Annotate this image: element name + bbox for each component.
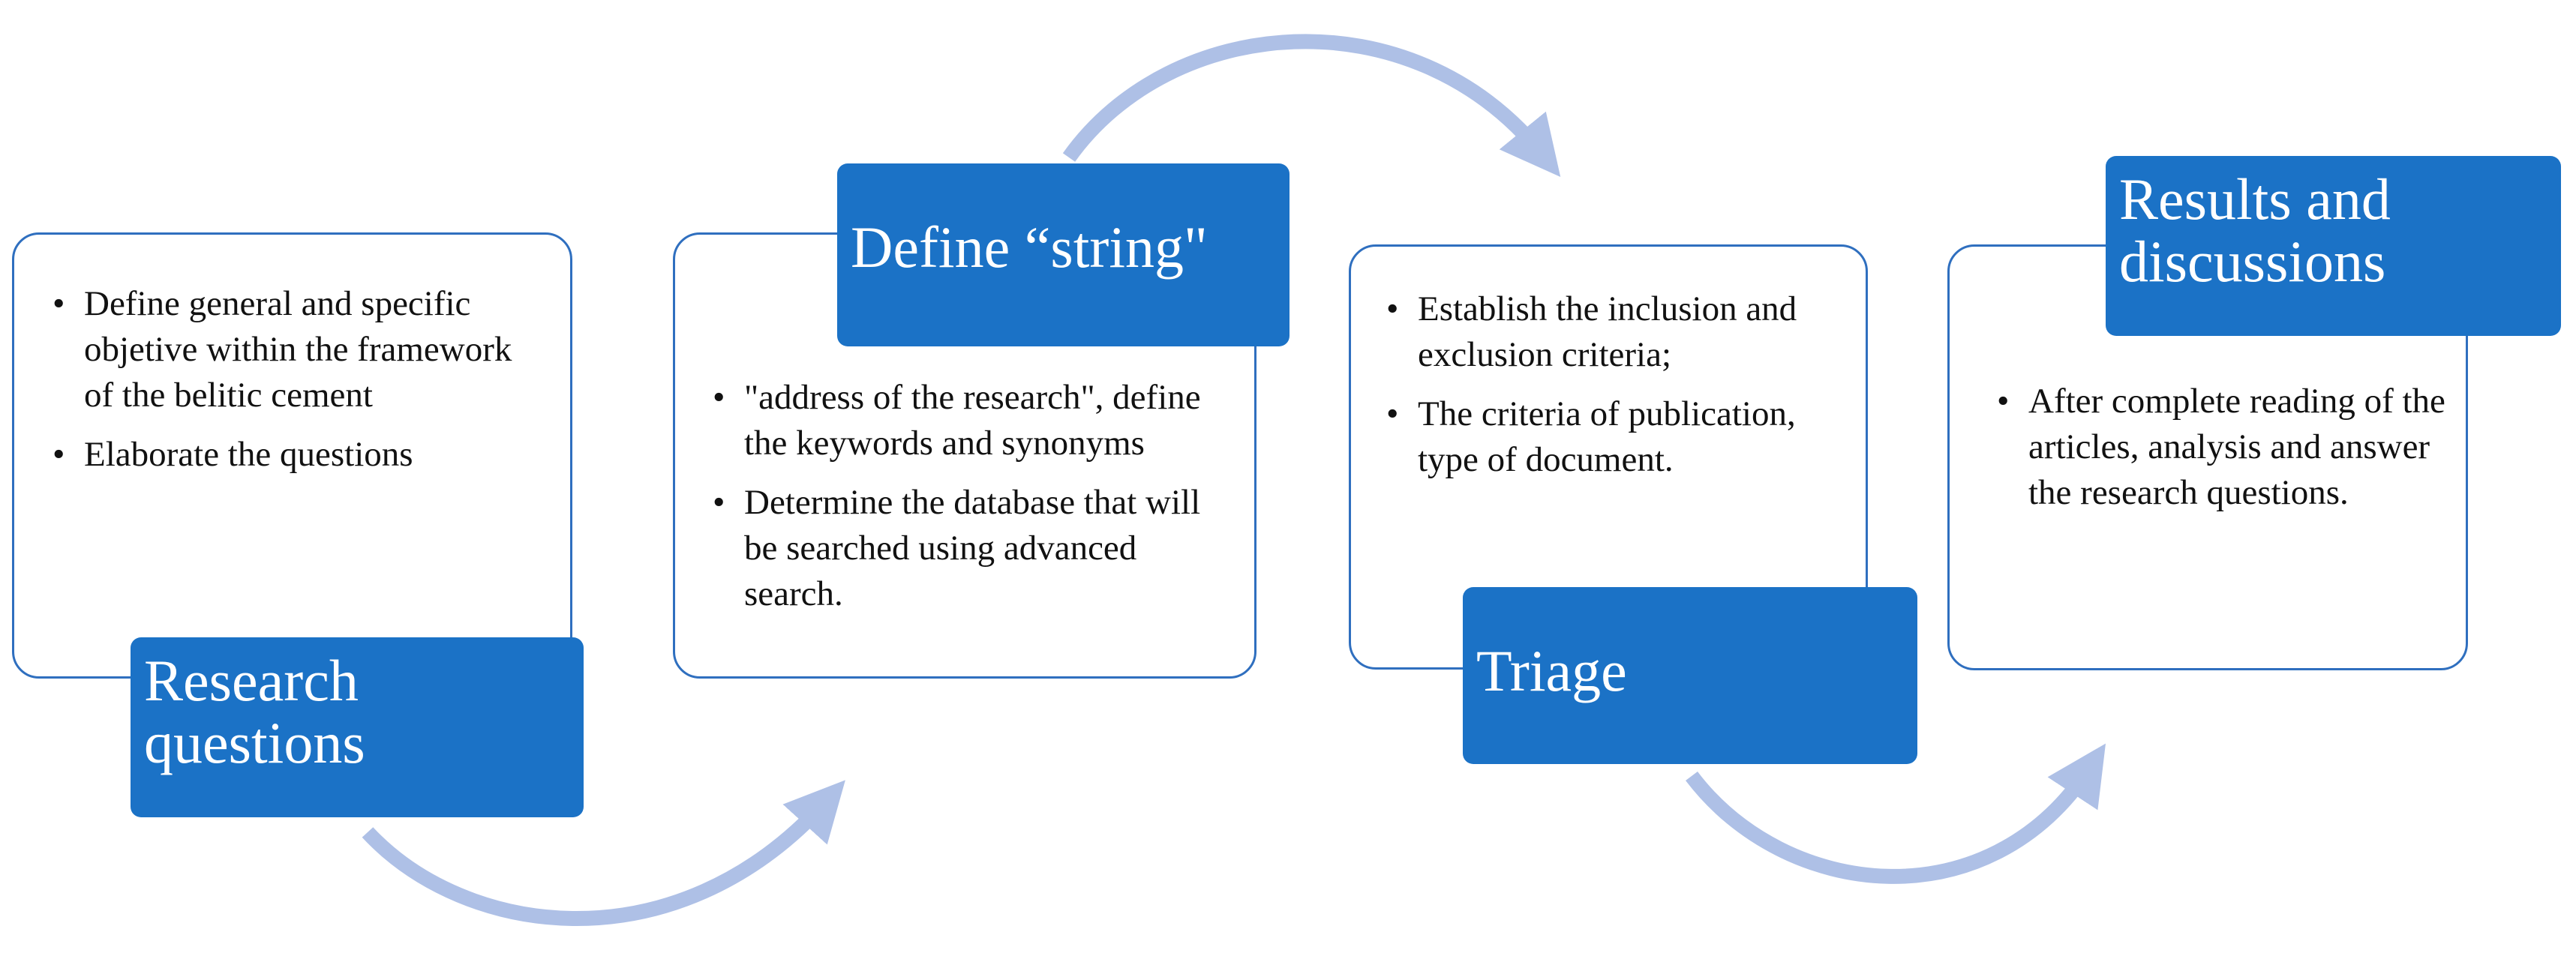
step-1-bullet: Elaborate the questions (45, 432, 540, 478)
step-2-bullet: "address of the research", define the ke… (705, 375, 1230, 466)
step-3-title: Triage (1463, 587, 1917, 764)
step-3-bullets: Establish the inclusion and exclusion cr… (1379, 286, 1844, 496)
arrow-step2-to-step3 (1062, 34, 1561, 177)
step-1-bullet: Define general and specific objetive wit… (45, 281, 540, 418)
step-2-bullet: Determine the database that will be sear… (705, 480, 1230, 617)
step-2-title: Define “string" (837, 163, 1290, 346)
step-3-bullet: The criteria of publication, type of doc… (1379, 391, 1844, 483)
arrow-step3-to-step4 (1686, 743, 2106, 884)
step-3-bullet: Establish the inclusion and exclusion cr… (1379, 286, 1844, 378)
step-4-bullets: After complete reading of the articles, … (1989, 379, 2447, 529)
step-2-bullets: "address of the research", define the ke… (705, 375, 1230, 631)
step-4-bullet: After complete reading of the articles, … (1989, 379, 2447, 516)
step-1-bullets: Define general and specific objetive wit… (45, 281, 540, 491)
step-4-title: Results and discussions (2106, 156, 2561, 336)
arrow-step1-to-step2 (362, 780, 845, 926)
step-1-title: Research questions (131, 637, 584, 817)
